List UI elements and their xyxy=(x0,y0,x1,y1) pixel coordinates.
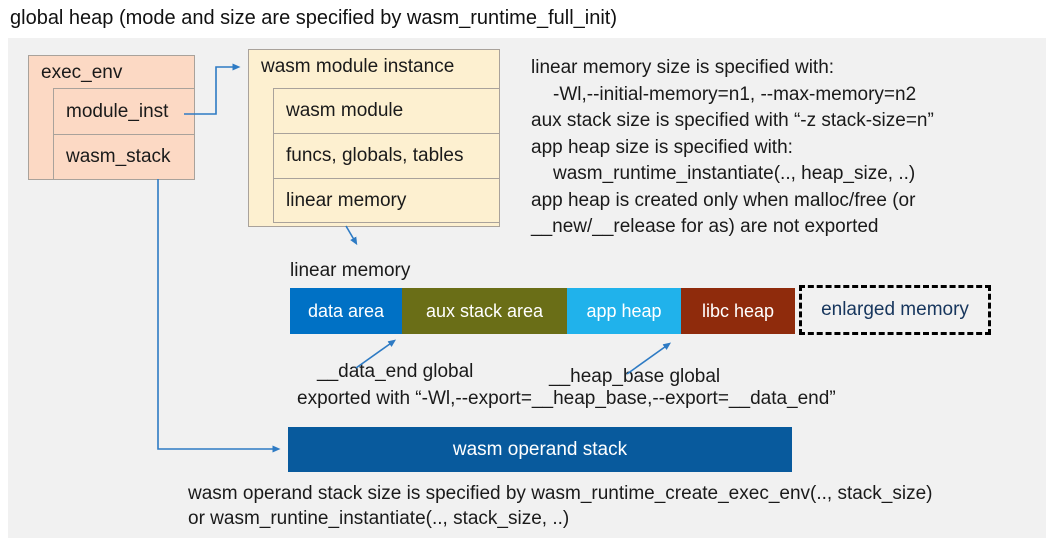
note-line: aux stack size is specified with “-z sta… xyxy=(531,110,934,131)
wasm-module-instance-box: wasm module instance wasm module funcs, … xyxy=(248,49,500,227)
note-line: wasm operand stack size is specified by … xyxy=(188,483,933,504)
exec-env-row-module-inst: module_inst xyxy=(53,88,195,135)
linear-memory-label: linear memory xyxy=(290,260,411,281)
memory-segment-enlarged-memory: enlarged memory xyxy=(799,285,991,335)
exported-flags-label: exported with “-Wl,--export=__heap_base,… xyxy=(297,388,836,409)
operand-stack-notes: wasm operand stack size is specified by … xyxy=(188,481,933,531)
exec-env-box: exec_env module_inst wasm_stack xyxy=(28,55,195,180)
module-instance-row-wasm-module: wasm module xyxy=(273,88,500,134)
module-instance-row-linear-memory: linear memory xyxy=(273,178,500,223)
wasm-module-instance-header: wasm module instance xyxy=(261,56,455,77)
memory-segment-aux-stack-area: aux stack area xyxy=(402,288,567,334)
note-line: wasm_runtime_instantiate(.., heap_size, … xyxy=(553,163,916,184)
note-line: __new/__release for as) are not exported xyxy=(531,216,879,237)
memory-segment-app-heap: app heap xyxy=(567,288,681,334)
module-instance-row-funcs-globals-tables: funcs, globals, tables xyxy=(273,133,500,179)
memory-segment-data-area: data area xyxy=(290,288,402,334)
exec-env-row-wasm-stack: wasm_stack xyxy=(53,134,195,180)
diagram-title: global heap (mode and size are specified… xyxy=(10,7,617,29)
memory-segment-libc-heap: libc heap xyxy=(681,288,795,334)
data-end-global-label: __data_end global xyxy=(317,361,474,382)
note-line: or wasm_runtine_instantiate(.., stack_si… xyxy=(188,508,570,529)
heap-base-global-label: __heap_base global xyxy=(549,366,721,387)
note-line: -Wl,--initial-memory=n1, --max-memory=n2 xyxy=(553,83,917,105)
exec-env-header: exec_env xyxy=(41,62,123,83)
note-line: linear memory size is specified with: xyxy=(531,57,835,78)
wasm-operand-stack-box: wasm operand stack xyxy=(288,427,792,472)
note-line: app heap is created only when malloc/fre… xyxy=(531,189,916,211)
memory-size-notes: linear memory size is specified with: -W… xyxy=(531,55,934,241)
note-line: app heap size is specified with: xyxy=(531,136,793,158)
